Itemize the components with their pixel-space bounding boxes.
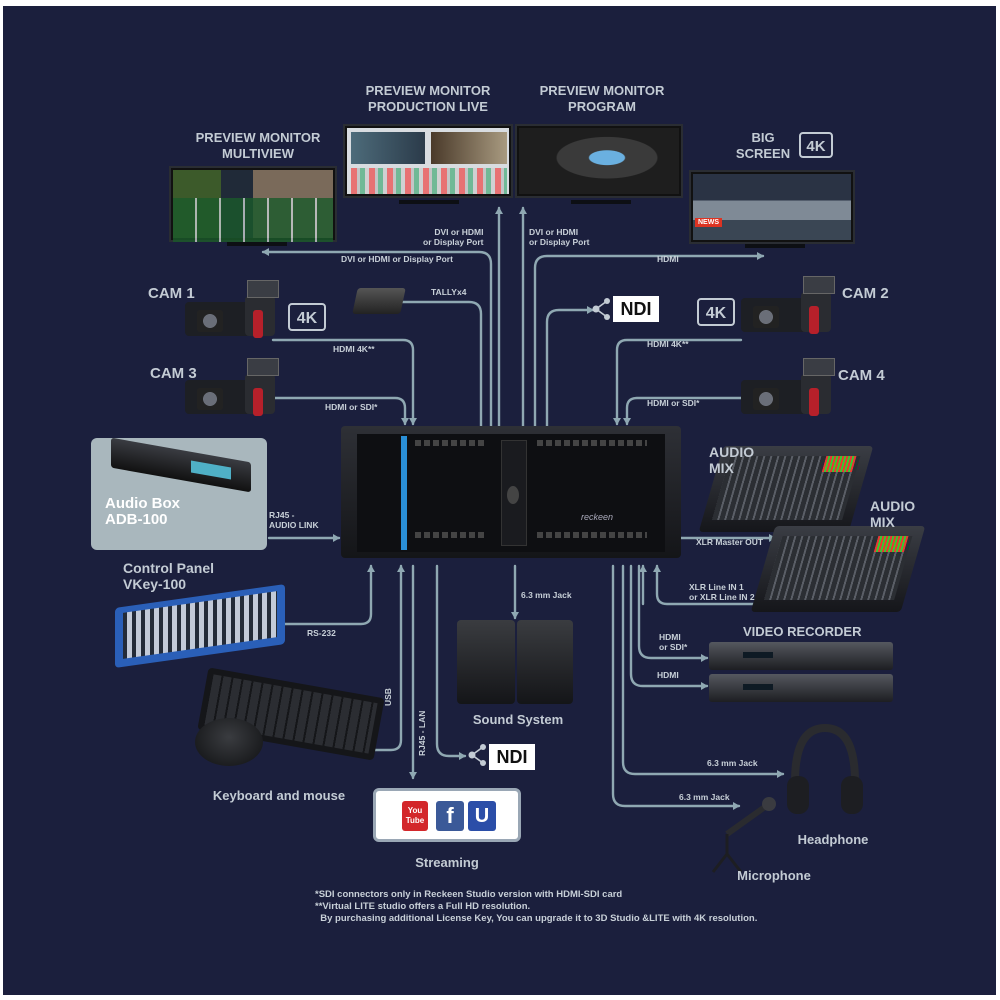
conn-hdmi-sdi-cam3: HDMI or SDI* <box>325 402 378 412</box>
wire-headphone <box>621 564 785 778</box>
wire-big-screen <box>533 252 765 428</box>
production-live-monitor <box>343 124 513 198</box>
conn-jack-mic: 6.3 mm Jack <box>679 792 730 802</box>
audio-mixer-2 <box>750 526 926 612</box>
wire-multiview <box>261 248 493 428</box>
label-cam1: CAM 1 <box>148 285 195 302</box>
camera-4 <box>741 358 837 424</box>
microphone-device <box>699 794 779 874</box>
conn-hdmi4k-cam2: HDMI 4K** <box>647 339 689 349</box>
program-monitor <box>515 124 683 198</box>
4k-badge-icon: 4K <box>799 132 833 158</box>
label-streaming: Streaming <box>415 855 479 870</box>
big-screen-monitor: NEWS <box>689 170 855 244</box>
label-cam2: CAM 2 <box>842 285 889 302</box>
video-recorder-2 <box>709 674 893 702</box>
4k-badge-icon: 4K <box>288 303 326 331</box>
conn-xlr-master: XLR Master OUT <box>696 537 764 547</box>
speaker-left <box>457 620 515 704</box>
footnotes: *SDI connectors only in Reckeen Studio v… <box>315 889 758 924</box>
4k-badge-icon: 4K <box>697 298 735 326</box>
wire-cam2 <box>613 338 743 426</box>
wire-ndi-bottom <box>435 564 467 760</box>
ndi-network-icon <box>591 296 611 322</box>
server-brand: reckeen <box>581 512 614 522</box>
label-cam4: CAM 4 <box>838 367 885 384</box>
label-headphone: Headphone <box>797 832 869 847</box>
wire-rec1 <box>637 564 709 662</box>
camera-1 <box>185 280 281 346</box>
speaker-right <box>517 620 573 704</box>
connection-wires <box>261 206 785 810</box>
conn-rs232: RS-232 <box>307 628 336 638</box>
wire-cam4 <box>623 396 743 426</box>
label-video-recorder: VIDEO RECORDER <box>743 624 862 639</box>
wire-tally <box>393 298 483 428</box>
conn-hdmi-sdi-cam4: HDMI or SDI* <box>647 398 700 408</box>
wire-cam1 <box>271 338 417 426</box>
label-microphone: Microphone <box>737 868 811 883</box>
conn-hdmi4k-cam1: HDMI 4K** <box>333 344 375 354</box>
video-recorder-1 <box>709 642 893 670</box>
camera-3 <box>185 358 281 424</box>
label-cam3: CAM 3 <box>150 365 197 382</box>
wire-ndi-top <box>545 306 595 428</box>
label-keyboard-mouse: Keyboard and mouse <box>212 788 346 803</box>
facebook-icon: f <box>436 801 464 831</box>
label-sound-system: Sound System <box>472 712 564 727</box>
camera-2 <box>741 276 837 342</box>
wire-rec2 <box>629 564 709 690</box>
wire-rs232 <box>281 564 375 626</box>
ndi-bottom-logo: NDI <box>489 744 535 770</box>
wire-mic <box>611 564 741 810</box>
mouse <box>195 718 263 766</box>
ustream-icon: U <box>468 801 496 831</box>
conn-hdmi-rec: HDMI <box>657 670 679 680</box>
conn-tally: TALLYx4 <box>431 287 467 297</box>
conn-jack-sound: 6.3 mm Jack <box>521 590 572 600</box>
conn-dvi-long: DVI or HDMI or Display Port <box>341 254 453 264</box>
multiview-monitor <box>169 166 337 242</box>
tally-box <box>352 288 406 314</box>
ndi-network-icon <box>467 742 487 768</box>
headphone-device <box>785 722 865 818</box>
news-banner: NEWS <box>695 218 722 227</box>
conn-rj45-audio: RJ45 -AUDIO LINK <box>269 510 319 530</box>
wire-xlr-line <box>653 564 775 606</box>
wire-cam3 <box>271 396 409 426</box>
conn-hdmi-big: HDMI <box>657 254 679 264</box>
conn-rj45-lan: RJ45 - LAN <box>417 710 427 756</box>
conn-jack-headphone: 6.3 mm Jack <box>707 758 758 768</box>
conn-usb: USB <box>383 688 393 706</box>
ndi-top-logo: NDI <box>613 296 659 322</box>
wire-usb <box>369 564 405 752</box>
reckeen-server: reckeen <box>341 426 681 566</box>
